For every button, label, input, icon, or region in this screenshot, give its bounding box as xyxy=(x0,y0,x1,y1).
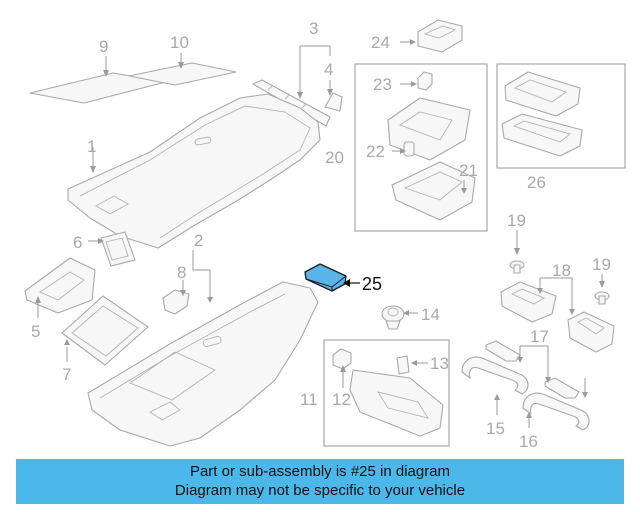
part-7-frame xyxy=(61,295,149,366)
part-24-switch xyxy=(417,19,463,53)
part-1-headliner xyxy=(67,93,321,249)
callout-16: 16 xyxy=(519,432,538,451)
part-10-panel xyxy=(128,62,237,86)
callout-26: 26 xyxy=(527,173,546,192)
banner-line-2: Diagram may not be specific to your vehi… xyxy=(174,482,466,499)
part-17-bracket-a xyxy=(485,340,521,362)
callout-9: 9 xyxy=(99,37,108,56)
callout-3: 3 xyxy=(309,19,318,38)
part-22-bulb xyxy=(403,141,415,157)
part-19-screw-left xyxy=(509,260,525,274)
part-6-holder xyxy=(100,231,136,267)
part-12-clip xyxy=(332,348,352,370)
callout-22: 22 xyxy=(366,142,385,161)
part-5-console xyxy=(24,257,96,314)
part-11-sunvisor xyxy=(349,369,444,437)
callout-2: 2 xyxy=(194,231,203,250)
callout-8: 8 xyxy=(177,263,186,282)
part-15-handle xyxy=(461,356,529,395)
part-21-lens xyxy=(391,161,476,221)
part-8-clip xyxy=(162,289,190,315)
part-14-grommet xyxy=(381,305,405,330)
callout-21: 21 xyxy=(459,161,478,180)
part-23-bulb xyxy=(417,71,433,91)
callout-23: 23 xyxy=(373,75,392,94)
part-19-screw-right xyxy=(594,291,610,305)
part-17-bracket-b xyxy=(544,377,580,399)
map-lamp-box xyxy=(354,63,488,232)
callout-12: 12 xyxy=(332,390,351,409)
part-2-headliner xyxy=(87,281,319,447)
callout-14: 14 xyxy=(421,305,440,324)
callout-18: 18 xyxy=(552,261,571,280)
callout-13: 13 xyxy=(430,354,449,373)
sunvisor-box xyxy=(323,339,450,447)
callout-19-right: 19 xyxy=(592,255,611,274)
callout-24: 24 xyxy=(371,33,390,52)
callout-17: 17 xyxy=(530,327,549,346)
callout-25: 25 xyxy=(362,274,382,294)
info-banner: Part or sub-assembly is #25 in diagram D… xyxy=(16,459,624,504)
callout-10: 10 xyxy=(170,33,189,52)
callout-7: 7 xyxy=(62,365,71,384)
part-26-lower xyxy=(501,113,583,157)
banner-line-1: Part or sub-assembly is #25 in diagram xyxy=(189,463,451,480)
part-25-lamp xyxy=(304,263,347,292)
part-26-upper xyxy=(504,71,581,117)
part-18-bracket-a xyxy=(500,281,557,323)
callout-15: 15 xyxy=(486,419,505,438)
callout-1: 1 xyxy=(87,137,96,156)
callout-6: 6 xyxy=(73,233,82,252)
callout-5: 5 xyxy=(31,322,40,341)
part-16-handle xyxy=(522,392,590,431)
callout-11: 11 xyxy=(300,390,318,409)
parts-diagram: 9 10 3 4 1 6 2 8 5 7 25 14 11 12 13 24 2… xyxy=(24,19,626,451)
part-18-bracket-b xyxy=(567,311,615,353)
part-13-clip xyxy=(396,355,410,375)
callout-20: 20 xyxy=(325,148,344,167)
console-box xyxy=(496,63,626,169)
callout-19-left: 19 xyxy=(507,211,526,230)
callout-4: 4 xyxy=(324,60,333,79)
part-4-clip xyxy=(324,92,343,112)
